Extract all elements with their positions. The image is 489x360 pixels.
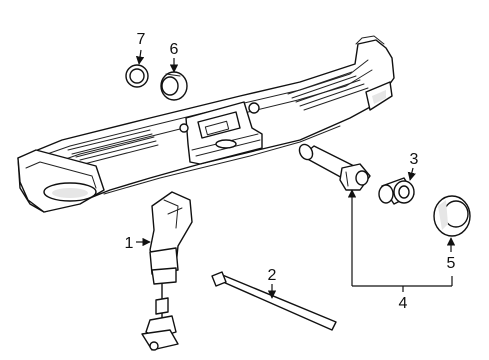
callout-7: 7: [137, 31, 146, 48]
part-1-jack: [141, 191, 193, 351]
callout-1: 1: [125, 235, 134, 252]
part-5-bezel: [433, 195, 471, 237]
callout-3: 3: [410, 151, 419, 168]
part-4-lock-cylinder: [298, 143, 371, 191]
step-pad-left: [67, 129, 159, 165]
part-7-seal-ring: [125, 64, 149, 88]
bumper-right-end: [355, 35, 393, 111]
part-6-grommet: [160, 71, 188, 101]
callout-5: 5: [447, 255, 456, 272]
step-pad-right: [287, 71, 369, 111]
leader-lines: [135, 49, 456, 299]
license-plate-recess: [179, 101, 263, 165]
callout-4: 4: [399, 295, 408, 312]
rear-bumper: [17, 35, 395, 213]
part-3-bushing: [378, 177, 415, 205]
part-2-jack-handle: [211, 271, 337, 331]
callout-2: 2: [268, 267, 277, 284]
bumper-left-end: [17, 149, 105, 213]
callout-6: 6: [170, 41, 179, 58]
